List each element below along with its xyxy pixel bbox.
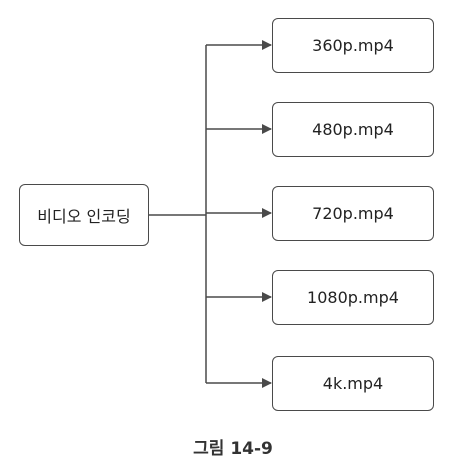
video-encoding-box: 비디오 인코딩 — [19, 184, 149, 246]
output-label-720p: 720p.mp4 — [312, 204, 394, 223]
output-label-360p: 360p.mp4 — [312, 36, 394, 55]
output-box-360p: 360p.mp4 — [272, 18, 434, 73]
output-box-4k: 4k.mp4 — [272, 356, 434, 411]
output-box-720p: 720p.mp4 — [272, 186, 434, 241]
output-label-1080p: 1080p.mp4 — [307, 288, 399, 307]
output-label-480p: 480p.mp4 — [312, 120, 394, 139]
output-label-4k: 4k.mp4 — [322, 374, 384, 393]
output-box-480p: 480p.mp4 — [272, 102, 434, 157]
figure-caption: 그림 14-9 — [193, 439, 273, 459]
video-encoding-label: 비디오 인코딩 — [37, 207, 131, 226]
output-box-1080p: 1080p.mp4 — [272, 270, 434, 325]
